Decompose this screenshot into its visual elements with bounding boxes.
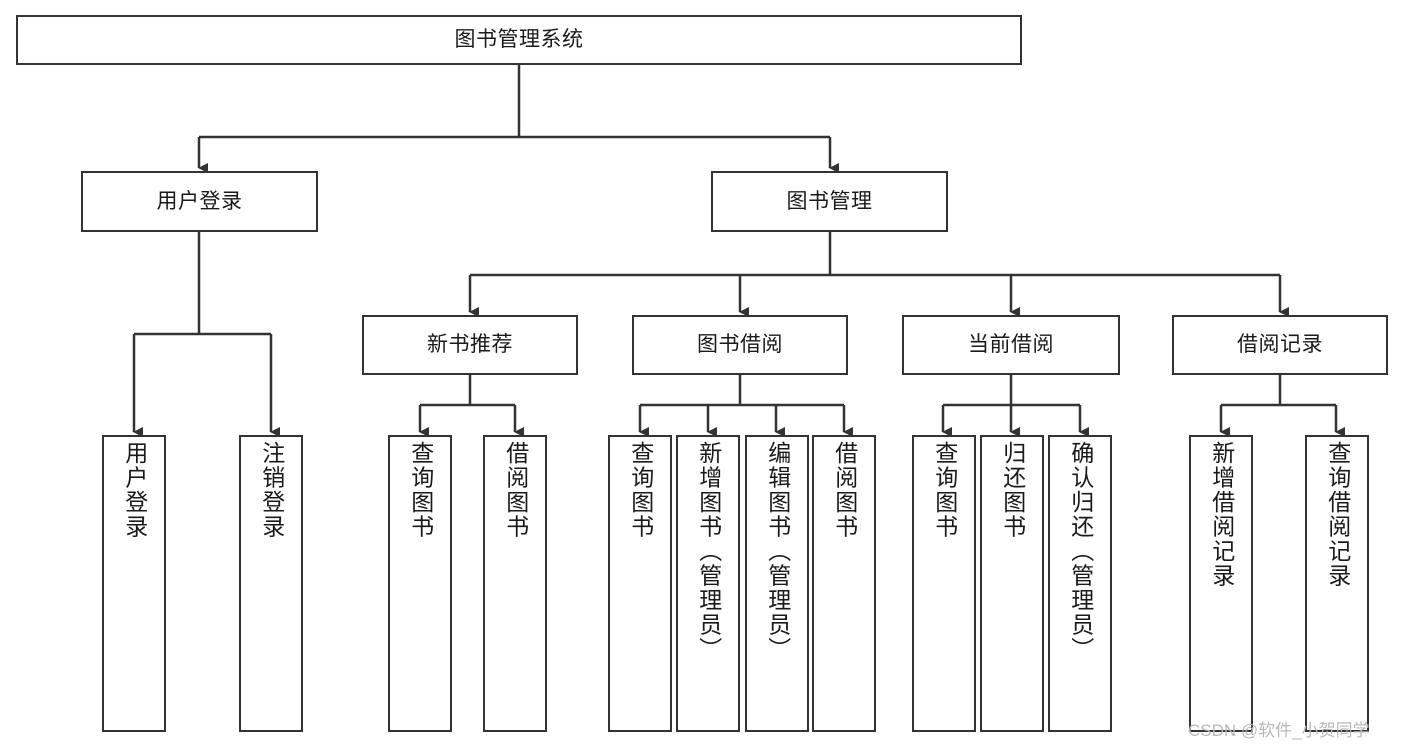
node-leaf-borrow-book-1-label: 借阅图书 [502, 441, 529, 539]
watermark-text: CSDN @软件_小贺同学 [1188, 721, 1370, 740]
node-user-login[interactable]: 用户登录 [81, 171, 318, 232]
node-leaf-edit-book-label: 编辑图书（管理员） [764, 441, 791, 662]
node-leaf-query-book-3[interactable]: 查询图书 [912, 435, 976, 732]
node-leaf-logout-label: 注销登录 [258, 441, 285, 539]
node-leaf-edit-book[interactable]: 编辑图书（管理员） [745, 435, 809, 732]
node-leaf-add-record[interactable]: 新增借阅记录 [1189, 435, 1253, 732]
node-leaf-user-login-label: 用户登录 [121, 441, 148, 539]
node-leaf-borrow-book-1[interactable]: 借阅图书 [483, 435, 547, 732]
node-leaf-user-login[interactable]: 用户登录 [102, 435, 166, 732]
node-current-borrow[interactable]: 当前借阅 [902, 315, 1120, 375]
node-leaf-query-book-1[interactable]: 查询图书 [388, 435, 452, 732]
node-leaf-query-book-1-label: 查询图书 [407, 441, 434, 539]
node-leaf-query-record-label: 查询借阅记录 [1324, 441, 1351, 588]
node-new-book-rec[interactable]: 新书推荐 [362, 315, 578, 375]
node-leaf-query-book-2[interactable]: 查询图书 [608, 435, 672, 732]
node-leaf-return-book[interactable]: 归还图书 [980, 435, 1044, 732]
node-leaf-borrow-book-2-label: 借阅图书 [831, 441, 858, 539]
node-leaf-return-book-label: 归还图书 [999, 441, 1026, 539]
node-book-borrow-label: 图书借阅 [697, 333, 783, 357]
node-leaf-add-book-label: 新增图书（管理员） [695, 441, 722, 662]
node-root[interactable]: 图书管理系统 [16, 15, 1022, 65]
node-book-manage[interactable]: 图书管理 [711, 171, 948, 232]
node-leaf-confirm-return[interactable]: 确认归还（管理员） [1048, 435, 1112, 732]
node-new-book-rec-label: 新书推荐 [427, 333, 513, 357]
node-root-label: 图书管理系统 [454, 28, 584, 52]
node-current-borrow-label: 当前借阅 [968, 333, 1054, 357]
node-leaf-logout[interactable]: 注销登录 [239, 435, 303, 732]
node-leaf-add-record-label: 新增借阅记录 [1208, 441, 1235, 588]
node-leaf-query-record[interactable]: 查询借阅记录 [1305, 435, 1369, 732]
node-leaf-add-book[interactable]: 新增图书（管理员） [676, 435, 740, 732]
node-user-login-label: 用户登录 [156, 189, 243, 213]
node-book-manage-label: 图书管理 [786, 189, 873, 213]
node-borrow-record[interactable]: 借阅记录 [1172, 315, 1388, 375]
node-leaf-confirm-return-label: 确认归还（管理员） [1067, 441, 1094, 662]
node-book-borrow[interactable]: 图书借阅 [632, 315, 848, 375]
node-leaf-query-book-2-label: 查询图书 [627, 441, 654, 539]
node-borrow-record-label: 借阅记录 [1237, 333, 1323, 357]
node-leaf-borrow-book-2[interactable]: 借阅图书 [812, 435, 876, 732]
node-leaf-query-book-3-label: 查询图书 [931, 441, 958, 539]
